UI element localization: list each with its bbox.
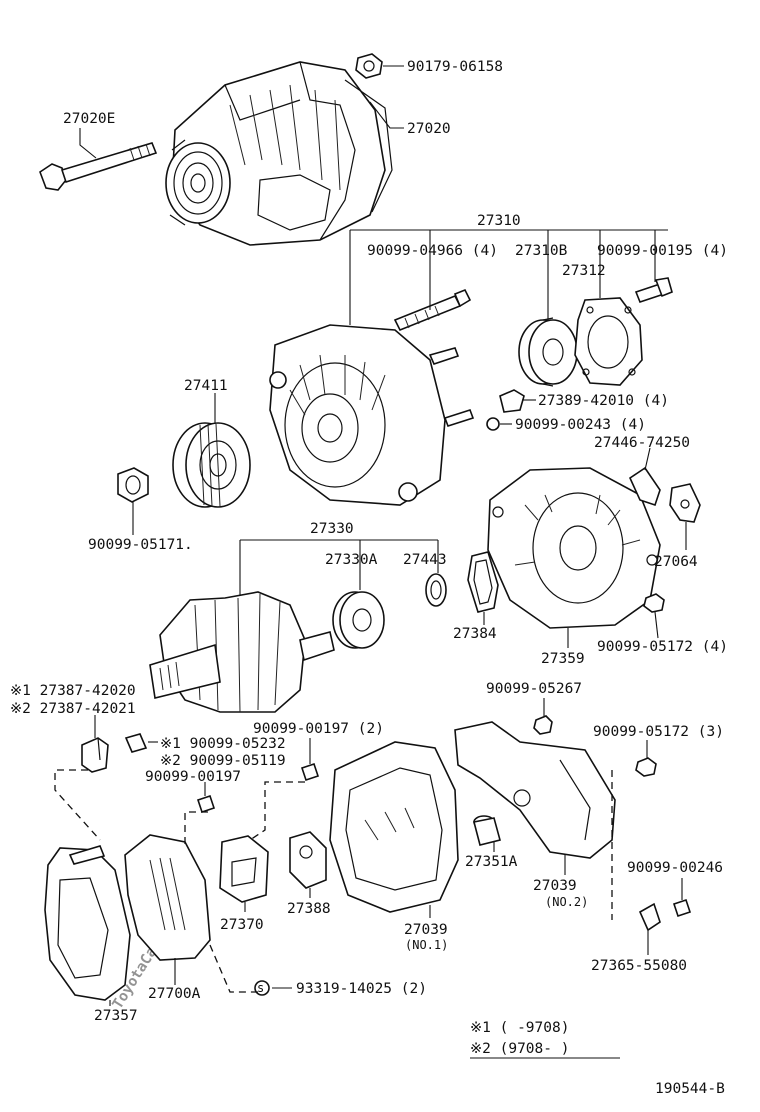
label-27039-no1: 27039	[404, 922, 448, 938]
rectifier-end-frame-27359-drawing	[487, 467, 661, 629]
label-27370: 27370	[220, 917, 264, 933]
label-27387-42020: ※1 27387-42020	[10, 683, 136, 699]
brush-holder-27370-drawing	[219, 835, 269, 903]
label-27388: 27388	[287, 901, 331, 917]
screw-90099-00197-2-drawing	[300, 762, 320, 782]
label-93319-14025: 93319-14025 (2)	[296, 981, 427, 997]
ring-27384-drawing	[467, 551, 499, 613]
leader-lines	[79, 65, 687, 1006]
label-90099-05172-4: 90099-05172 (4)	[597, 639, 728, 655]
label-27446-74250: 27446-74250	[594, 435, 690, 451]
label-27387-42021: ※2 27387-42021	[10, 701, 136, 717]
rectifier-holder-27357-drawing	[44, 845, 131, 1001]
svg-text:s: s	[257, 981, 264, 995]
label-90099-05267: 90099-05267	[486, 681, 582, 697]
legend: ※1 ( -9708) ※2 (9708- )	[470, 1020, 620, 1059]
clip-27389-42010-drawing	[499, 389, 525, 413]
screw-90099-00195-drawing	[634, 277, 673, 303]
label-27312: 27312	[562, 263, 606, 279]
nut-90179-06158-drawing	[355, 53, 383, 79]
label-90099-04966: 90099-04966 (4)	[367, 243, 498, 259]
alternator-assembly-drawing	[165, 61, 393, 246]
bearing-27330a-drawing	[332, 591, 385, 649]
label-27351a: 27351A	[465, 854, 518, 870]
screw-93319-14025-drawing: s	[254, 980, 270, 996]
rotor-27330-drawing	[149, 591, 335, 713]
label-90099-05172-3: 90099-05172 (3)	[593, 724, 724, 740]
pulley-27411-drawing	[172, 422, 251, 508]
label-90099-05232: ※1 90099-05232	[160, 736, 286, 752]
legend-line-2: ※2 (9708- )	[470, 1041, 569, 1057]
label-27310b: 27310B	[515, 243, 568, 259]
label-90099-00243: 90099-00243 (4)	[515, 417, 646, 433]
terminal-27365-55080-drawing	[638, 902, 661, 932]
label-90099-00246: 90099-00246	[627, 860, 723, 876]
label-27330a: 27330A	[325, 552, 378, 568]
legend-line-1: ※1 ( -9708)	[470, 1020, 569, 1036]
label-27700a: 27700A	[148, 986, 201, 1002]
bearing-27310b-drawing	[518, 317, 578, 387]
terminal-27446-74250-drawing	[628, 466, 661, 507]
label-90099-00195: 90099-00195 (4)	[597, 243, 728, 259]
label-27365-55080: 27365-55080	[591, 958, 687, 974]
regulator-27700a-drawing	[124, 834, 211, 961]
label-27020: 27020	[407, 121, 451, 137]
label-90099-05119: ※2 90099-05119	[160, 753, 286, 769]
screw-90099-05232-drawing	[124, 733, 148, 753]
part-labels: 90179-06158 27020E 27020 27310 90099-049…	[10, 59, 728, 1024]
nut-90099-05171-drawing	[117, 467, 149, 503]
label-27384: 27384	[453, 626, 497, 642]
label-27357: 27357	[94, 1008, 138, 1024]
insulator-27064-drawing	[669, 483, 701, 523]
rear-cover-27039-no1-drawing	[329, 741, 459, 913]
washer-27443-drawing	[425, 573, 447, 607]
bushing-27351a-drawing	[473, 815, 501, 846]
bolt-27020e-drawing	[39, 142, 158, 191]
screw-90099-00197-drawing	[196, 794, 216, 814]
nut-90099-05267-drawing	[533, 715, 553, 735]
label-27020e: 27020E	[63, 111, 115, 127]
insulator-27388-drawing	[289, 831, 327, 889]
label-27310: 27310	[477, 213, 521, 229]
screw-90099-00243-drawing	[486, 417, 500, 431]
brush-cap-27387-drawing	[81, 737, 109, 773]
nut-90099-05172-3-drawing	[635, 757, 657, 777]
drive-end-frame-drawing	[269, 324, 475, 506]
diagram-code: 190544-B	[655, 1081, 725, 1097]
label-90179-06158: 90179-06158	[407, 59, 503, 75]
label-27411: 27411	[184, 378, 228, 394]
label-27443: 27443	[403, 552, 447, 568]
retainer-plate-27312-drawing	[574, 297, 643, 386]
nut-90099-05172-4-drawing	[643, 593, 665, 613]
stud-90099-04966-drawing	[393, 288, 472, 332]
label-no1: (NO.1)	[405, 938, 448, 952]
label-90099-00197: 90099-00197	[145, 769, 241, 785]
label-27389-42010: 27389-42010 (4)	[538, 393, 669, 409]
label-no2: (NO.2)	[545, 895, 588, 909]
label-27039-no2: 27039	[533, 878, 577, 894]
label-90099-05171: 90099-05171.	[88, 537, 193, 553]
label-27359: 27359	[541, 651, 585, 667]
label-90099-00197-2: 90099-00197 (2)	[253, 721, 384, 737]
dashed-assembly-lines	[54, 769, 613, 993]
screw-90099-00246-drawing	[672, 898, 692, 918]
rear-cover-27039-no2-drawing	[454, 721, 616, 859]
label-27330: 27330	[310, 521, 354, 537]
label-27064: 27064	[654, 554, 698, 570]
